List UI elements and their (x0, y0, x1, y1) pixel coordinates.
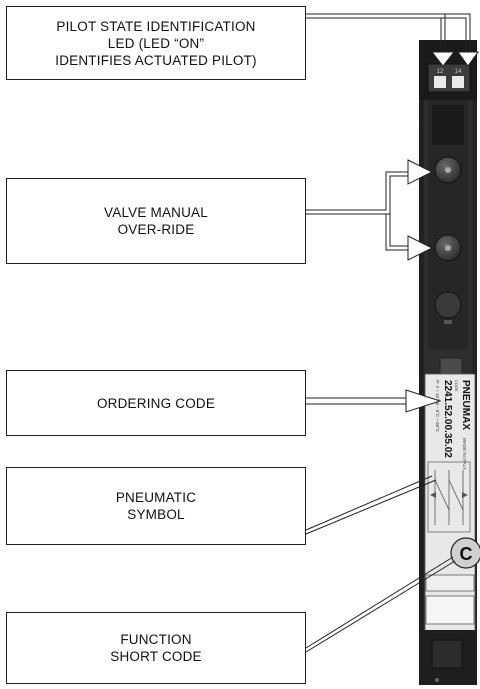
callout-line: SYMBOL (127, 507, 185, 522)
callout-line: VALVE MANUAL (104, 205, 208, 220)
callout-pilot-led: PILOT STATE IDENTIFICATION LED (LED “ON”… (6, 6, 306, 80)
callout-line: SHORT CODE (110, 649, 202, 664)
callout-line: ORDERING CODE (96, 395, 216, 411)
ordering-code-text: 2241.52.00.35.02 (442, 380, 453, 458)
led-12-label: 12 (437, 69, 444, 75)
led-12-icon (434, 76, 446, 88)
spec-text: P: 2 ÷ 10 bar - 5°C ÷ 50°C (435, 380, 440, 433)
callout-line: OVER-RIDE (117, 222, 195, 237)
function-code-letter: C (460, 544, 473, 564)
brand-text: PNEUMAX (460, 380, 471, 430)
callout-line: IDENTIFIES ACTUATED PILOT) (55, 52, 257, 68)
callout-line: PILOT STATE IDENTIFICATION (56, 18, 256, 34)
callout-function-short-code: FUNCTION SHORT CODE (6, 612, 306, 684)
leader-lines (305, 13, 479, 653)
callout-line: FUNCTION (120, 632, 192, 647)
cover-plug-icon (434, 291, 462, 319)
callout-ordering-code: ORDERING CODE (6, 370, 306, 436)
ordering-label: PNEUMAX MADE IN ITALY CODE 2241.52.00.35… (435, 380, 471, 470)
callout-pneumatic-symbol: PNEUMATIC SYMBOL (6, 467, 306, 545)
pneumatic-symbol-graphic (427, 461, 471, 533)
led-14-label: 14 (455, 69, 462, 75)
brand-sub-text: MADE IN ITALY (462, 438, 467, 470)
callout-manual-override: VALVE MANUAL OVER-RIDE (6, 178, 306, 264)
function-code-badge (450, 537, 480, 569)
code-label: CODE (454, 380, 459, 392)
callout-line: LED (LED “ON” (107, 35, 205, 51)
callout-line: PNEUMATIC (115, 490, 197, 505)
led-14-icon (452, 76, 464, 88)
valve-body: 12 14 PNEUMAX MADE IN ITALY CODE 2241.52… (419, 40, 480, 685)
